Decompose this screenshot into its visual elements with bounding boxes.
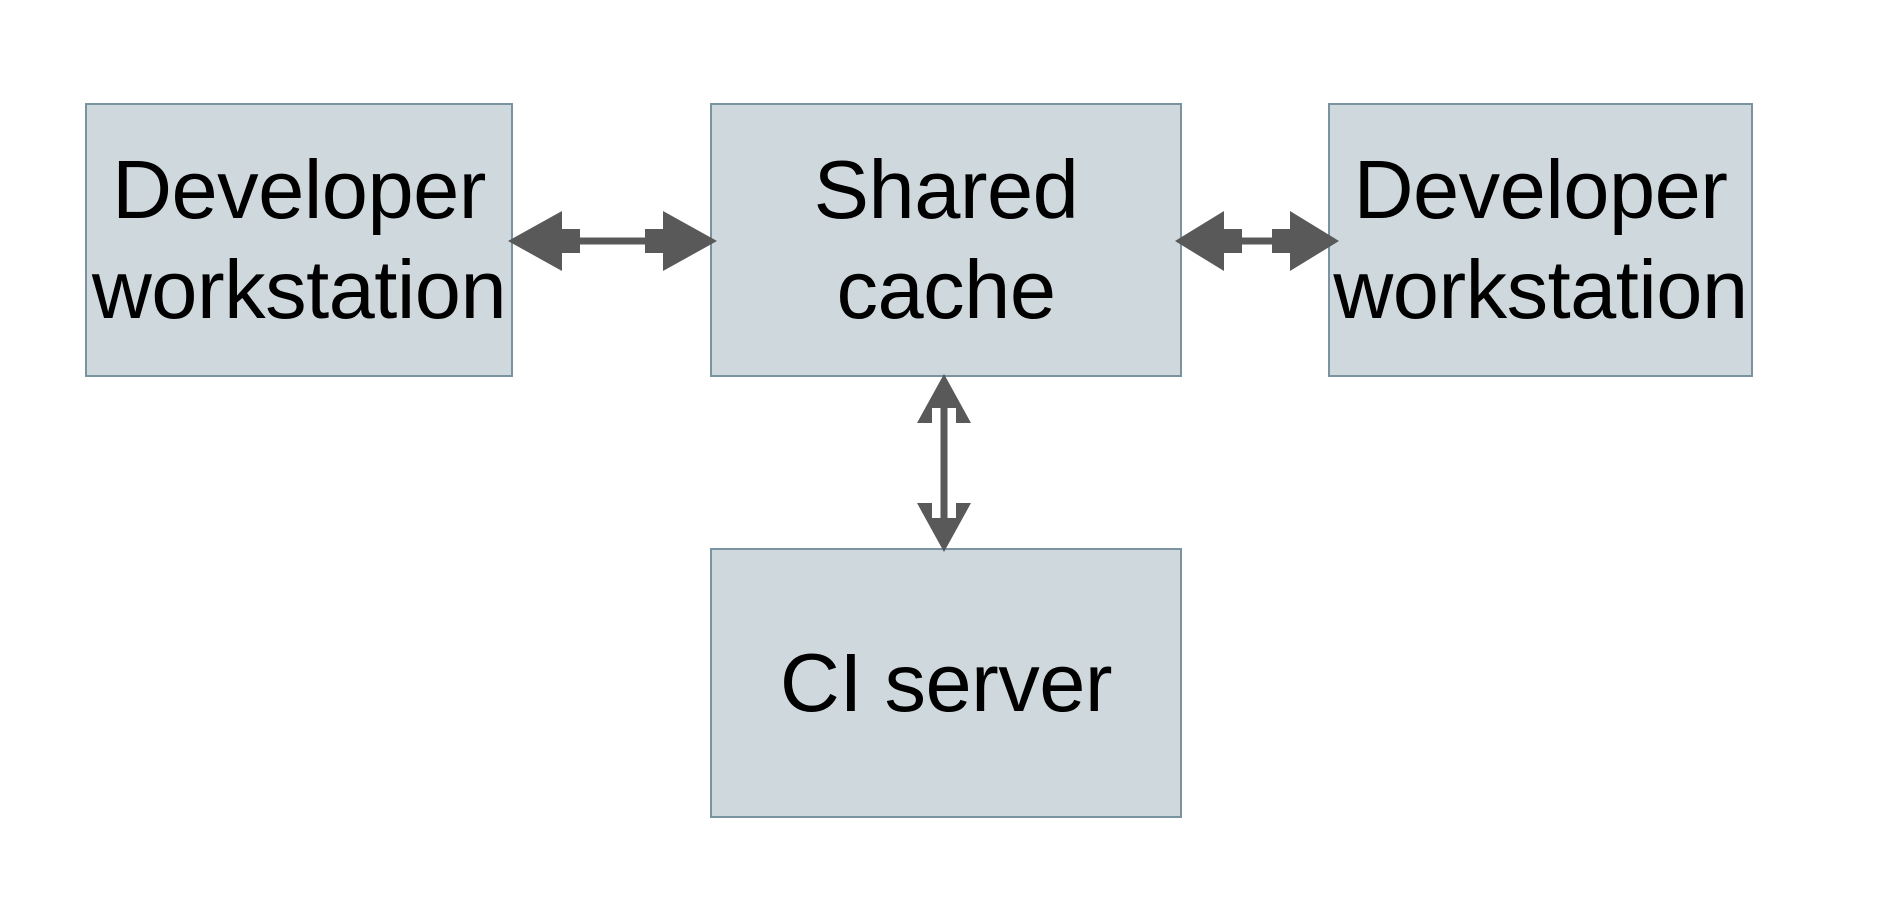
node-label: CI server: [779, 636, 1113, 729]
double-arrow-vertical-icon: [917, 374, 971, 552]
node-shared-cache[interactable]: Shared cache: [710, 103, 1182, 377]
node-label: Shared cache: [813, 143, 1079, 336]
node-developer-workstation-left[interactable]: Developer workstation: [85, 103, 513, 377]
node-ci-server[interactable]: CI server: [710, 548, 1182, 818]
double-arrow-horizontal-icon: [508, 211, 717, 271]
edge-developer-workstation-left-to-shared-cache: [505, 196, 720, 286]
node-label: Developer workstation: [1333, 143, 1748, 336]
node-developer-workstation-right[interactable]: Developer workstation: [1328, 103, 1753, 377]
node-label: Developer workstation: [91, 143, 507, 336]
edge-shared-cache-to-developer-workstation-right: [1172, 196, 1342, 286]
double-arrow-horizontal-icon: [1175, 211, 1339, 271]
edge-ci-server-to-shared-cache: [899, 368, 989, 558]
